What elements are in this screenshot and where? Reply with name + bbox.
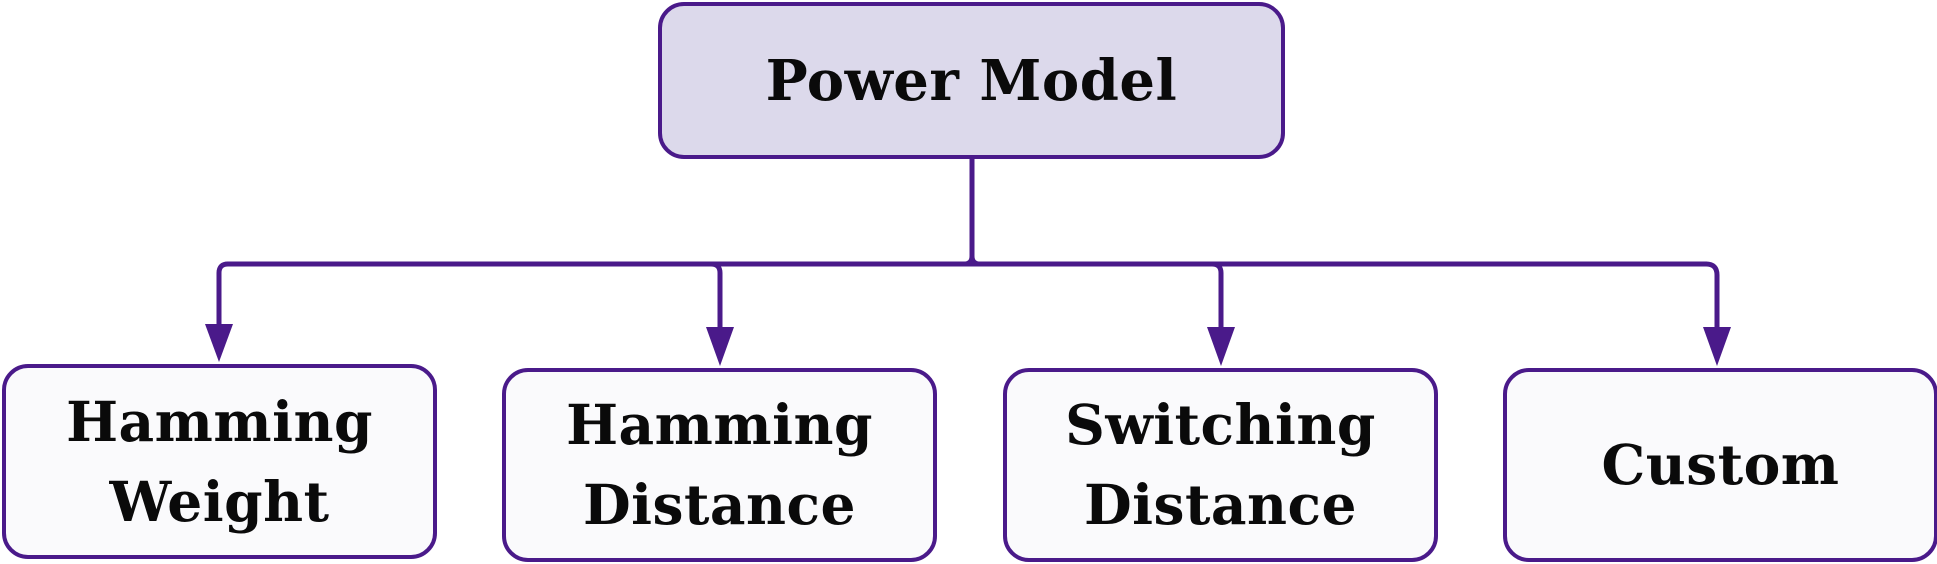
- drop-connector-1: [216, 261, 231, 333]
- child-node-hamming-distance: Hamming Distance: [502, 368, 937, 562]
- drop-connector-4: [1703, 261, 1720, 336]
- arrowhead-1: [205, 324, 233, 362]
- child-node-label-line2: Weight: [109, 468, 330, 534]
- child-node-label-line2: Distance: [582, 472, 857, 537]
- root-node-label: Power Model: [765, 47, 1178, 114]
- arrowhead-2: [706, 327, 734, 366]
- trunk-connector: [969, 156, 983, 267]
- child-node-label-line2: Distance: [1083, 472, 1358, 537]
- drop-connector-3: [1209, 261, 1224, 336]
- child-node-hamming-weight: Hamming Weight: [2, 364, 437, 559]
- child-node-label-line1: Custom: [1601, 432, 1840, 497]
- arrowhead-4: [1703, 327, 1731, 366]
- arrowhead-3: [1207, 327, 1235, 366]
- child-node-label-line1: Switching: [1065, 392, 1376, 457]
- root-node-power-model: Power Model: [658, 2, 1285, 159]
- child-node-label-line1: Hamming: [566, 392, 873, 457]
- child-node-label-line1: Hamming: [66, 388, 373, 454]
- child-node-switching-distance: Switching Distance: [1003, 368, 1438, 562]
- drop-connector-2: [708, 261, 723, 336]
- child-node-custom: Custom: [1503, 368, 1937, 562]
